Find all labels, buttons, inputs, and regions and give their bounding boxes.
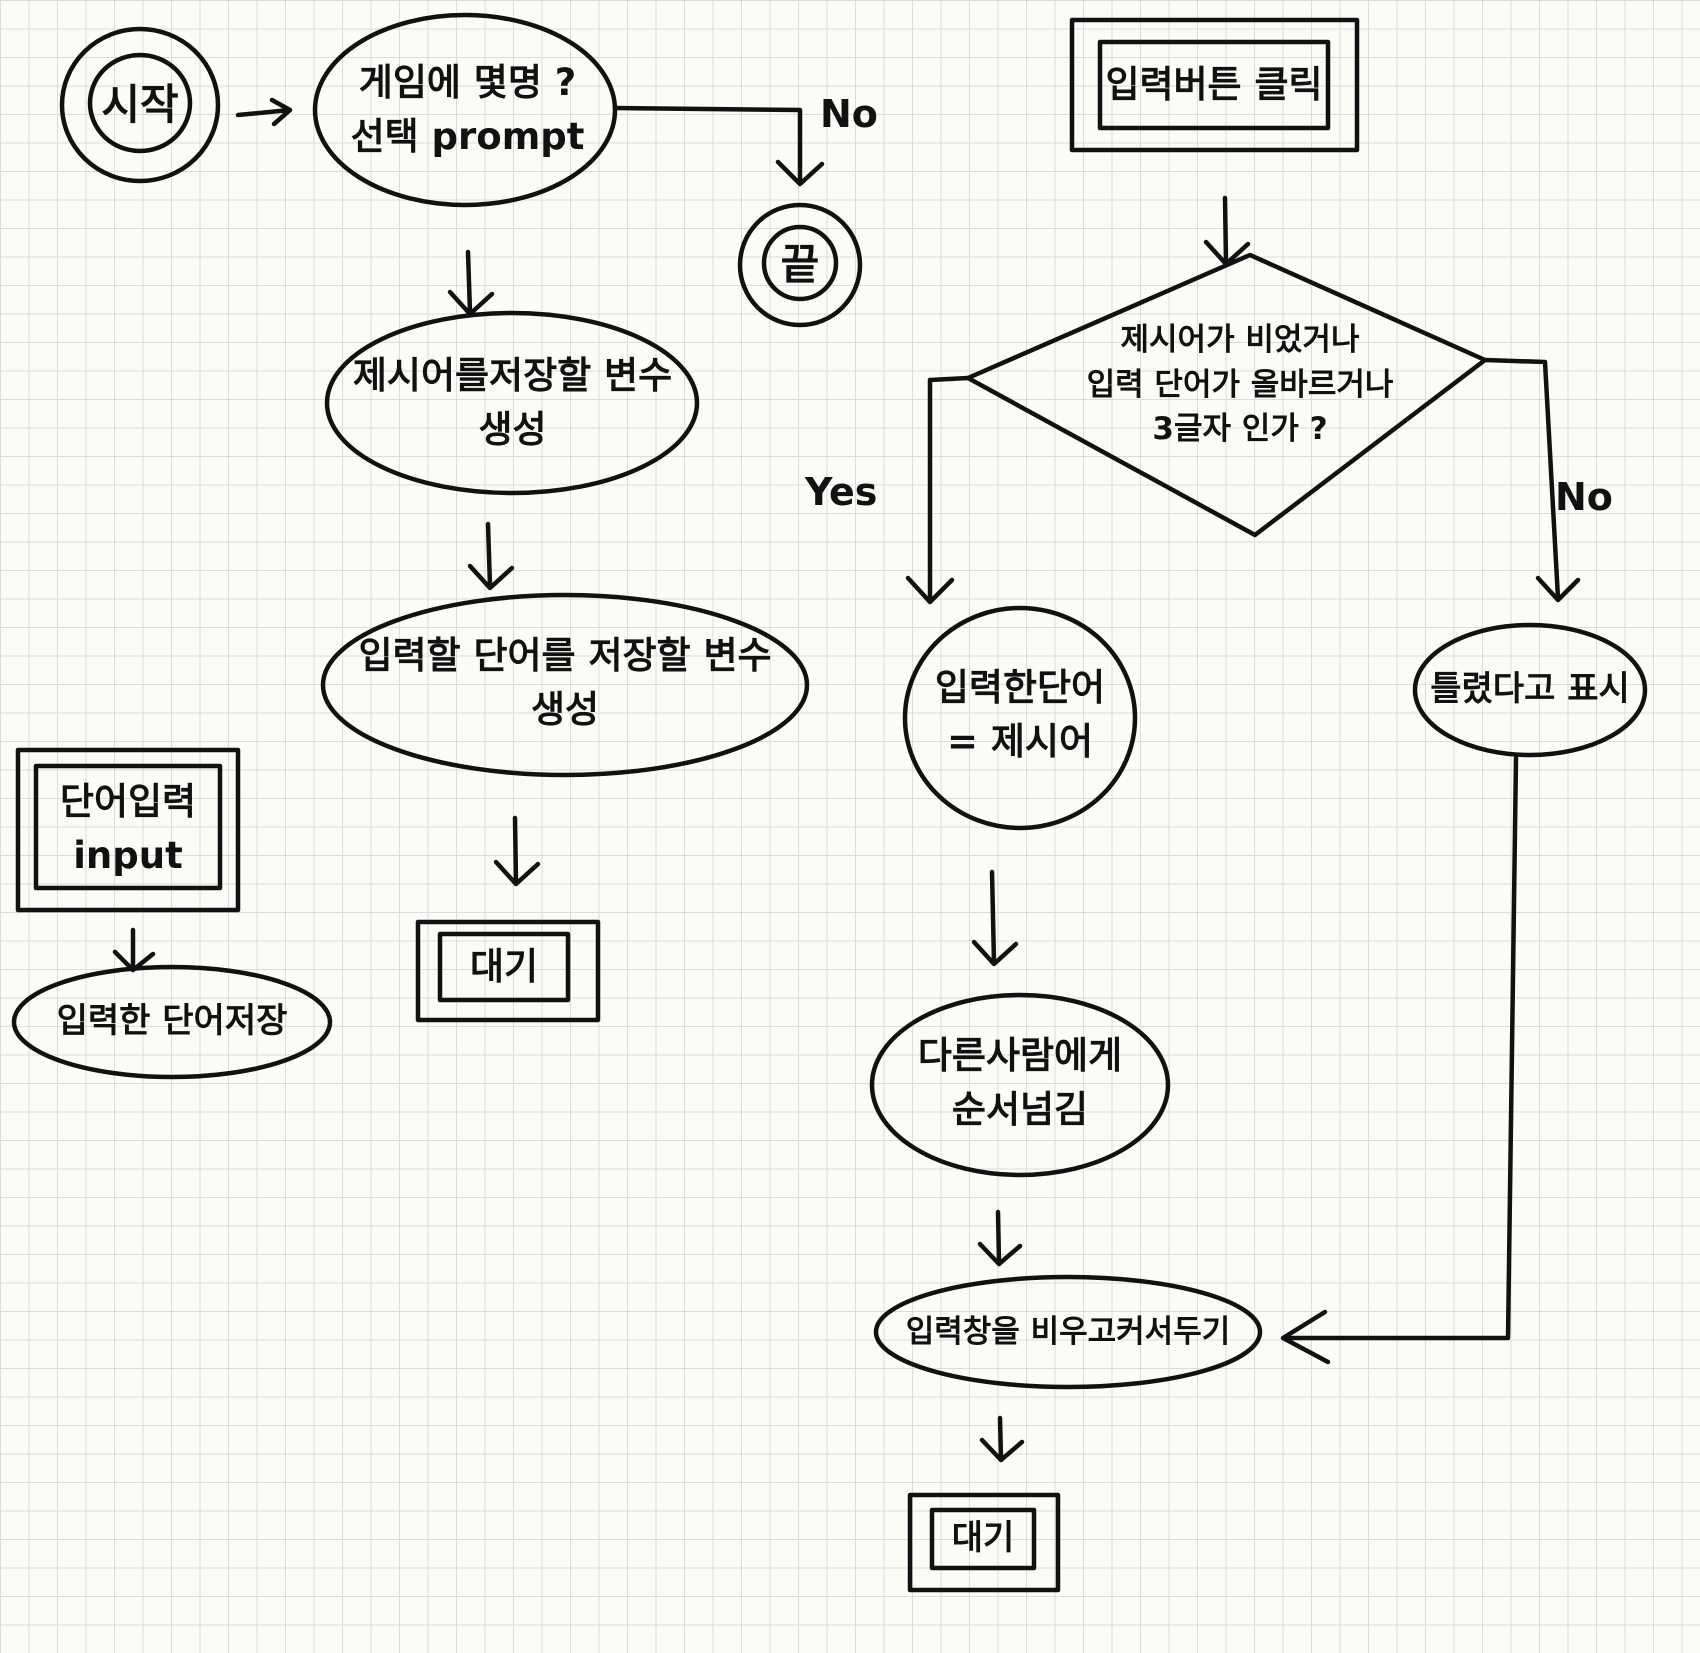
word-input-line1: 단어입력 — [59, 780, 197, 824]
var-word-node-shape — [324, 310, 700, 496]
word-input-line2: input — [73, 834, 183, 877]
var-input-node-shape — [320, 592, 810, 778]
arrow-varinput-wait1 — [493, 815, 541, 887]
click-btn-inner-box — [1097, 39, 1331, 131]
end-node: 끝 — [760, 230, 840, 300]
end-node-outer — [737, 202, 863, 328]
wait2-inner-box — [929, 1507, 1037, 1571]
edge-label-yes: Yes — [805, 470, 878, 514]
clear-node-shape — [873, 1274, 1263, 1390]
arrow-clear-wait2 — [979, 1415, 1025, 1463]
clear-node: 입력창을 비우고커서두기 — [888, 1302, 1248, 1362]
arrow-start-prompt — [235, 97, 293, 127]
arrow-decision-assign — [905, 375, 971, 605]
end-label: 끝 — [780, 239, 820, 289]
var-input-line2: 생성 — [530, 687, 600, 731]
wrong-label: 틀렸다고 표시 — [1430, 669, 1630, 710]
arrow-clickbtn-decision — [1203, 195, 1251, 267]
word-input-inner-box — [33, 763, 223, 891]
clear-label: 입력창을 비우고커서두기 — [905, 1313, 1231, 1350]
next-turn-node-shape — [869, 992, 1171, 1178]
save-input-node: 입력한 단어저장 — [30, 990, 314, 1054]
edge-label-no-right: No — [1555, 475, 1613, 519]
arrow-wrong-clear — [1280, 755, 1519, 1365]
assign-node-shape — [902, 605, 1138, 831]
next-turn-line1: 다른사람에게 — [917, 1033, 1123, 1077]
wait2-node: 대기 — [932, 1510, 1034, 1568]
prompt-line2: 선택 prompt — [350, 115, 585, 158]
arrow-decision-wrong — [1482, 357, 1581, 603]
assign-line1: 입력한단어 — [934, 666, 1106, 710]
wait1-label: 대기 — [469, 945, 539, 989]
click-btn-outer-box — [1069, 17, 1360, 153]
word-input-node: 단어입력 input — [36, 770, 220, 888]
arrow-prompt-end — [612, 105, 825, 187]
arrow-assign-nextturn — [971, 869, 1019, 967]
arrow-nextturn-clear — [977, 1209, 1023, 1267]
var-word-node: 제시어를저장할 변수 생성 — [340, 340, 685, 465]
wait1-node: 대기 — [440, 934, 568, 1000]
prompt-line1: 게임에 몇명 ? — [358, 61, 577, 105]
start-node-inner — [87, 52, 193, 154]
save-input-node-shape — [11, 964, 333, 1080]
decision-node: 제시어가 비었거나 입력 단어가 올바르거나 3글자 인가 ? — [1060, 290, 1420, 480]
click-btn-node: 입력버튼 클릭 — [1100, 42, 1328, 128]
assign-line2: = 제시어 — [946, 720, 1093, 763]
decision-line2: 입력 단어가 올바르거나 — [1086, 366, 1394, 403]
var-input-line1: 입력할 단어를 저장할 변수 — [358, 633, 772, 677]
click-btn-label: 입력버튼 클릭 — [1105, 63, 1323, 107]
save-input-label: 입력한 단어저장 — [56, 1001, 288, 1042]
wait1-outer-box — [415, 919, 601, 1023]
wait2-outer-box — [907, 1492, 1061, 1593]
decision-diamond — [965, 252, 1488, 538]
wrong-node-shape — [1412, 622, 1648, 758]
decision-line3: 3글자 인가 ? — [1152, 411, 1328, 448]
start-node-outer — [59, 26, 221, 184]
var-word-line2: 생성 — [478, 407, 547, 451]
wait2-label: 대기 — [951, 1518, 1015, 1559]
var-input-node: 입력할 단어를 저장할 변수 생성 — [325, 620, 805, 745]
arrow-wordinput-saveinput — [112, 927, 156, 973]
arrow-prompt-varword — [447, 249, 495, 317]
var-word-line1: 제시어를저장할 변수 — [352, 353, 673, 397]
arrow-varword-varinput — [467, 521, 515, 591]
decision-line1: 제시어가 비었거나 — [1120, 321, 1360, 358]
prompt-node: 게임에 몇명 ? 선택 prompt — [330, 50, 605, 170]
next-turn-line2: 순서넘김 — [951, 1087, 1089, 1131]
start-node: 시작 — [80, 70, 200, 140]
wait1-inner-box — [437, 931, 571, 1003]
end-node-inner — [761, 224, 839, 302]
assign-node: 입력한단어 = 제시어 — [915, 650, 1125, 780]
word-input-outer-box — [15, 747, 241, 913]
next-turn-node: 다른사람에게 순서넘김 — [900, 1020, 1140, 1145]
edge-label-no-top: No — [820, 92, 878, 136]
wrong-node: 틀렸다고 표시 — [1420, 660, 1640, 720]
start-label: 시작 — [101, 79, 179, 129]
